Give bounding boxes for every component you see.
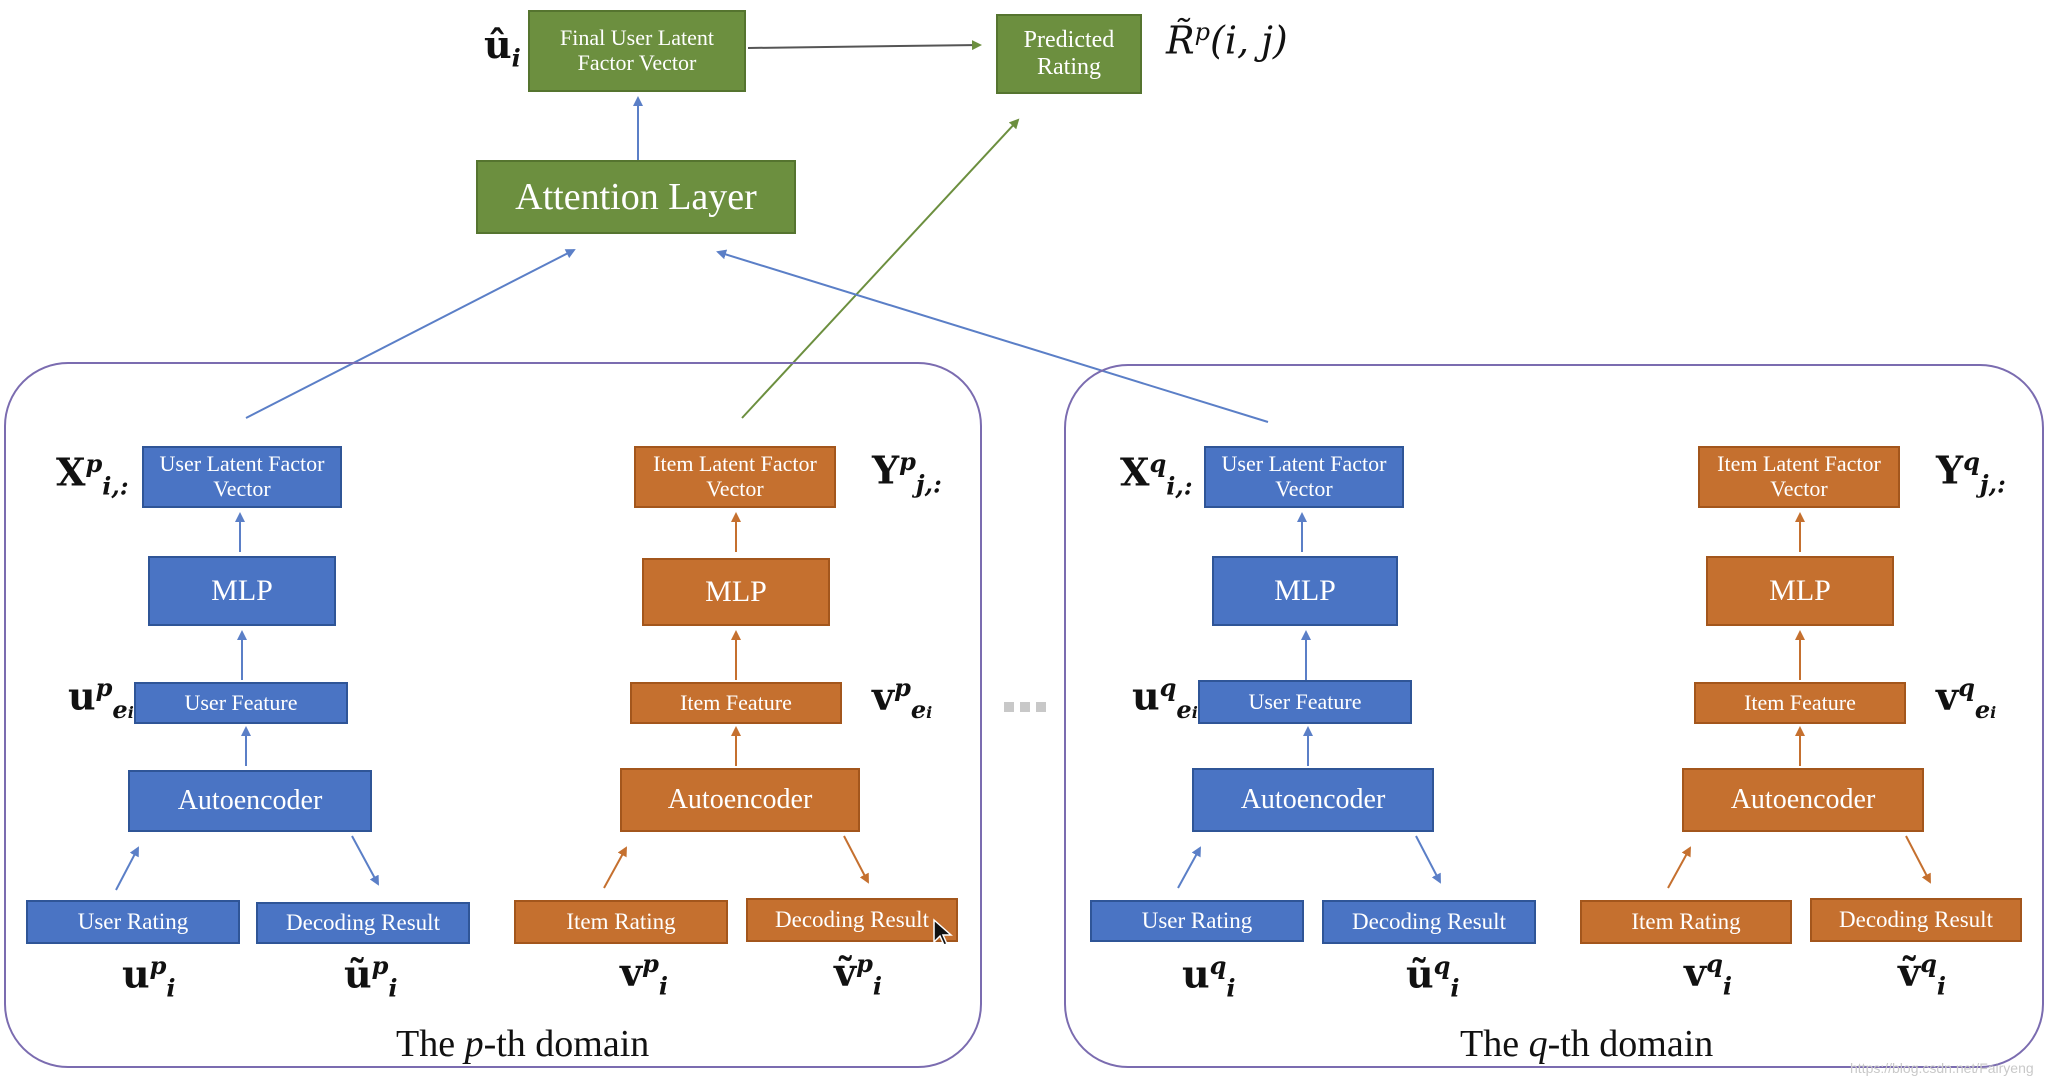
- source-watermark: https://blog.csdn.net/Fairyeng: [1850, 1060, 2034, 1076]
- p-user-autoencoder-box: Autoencoder: [128, 770, 372, 832]
- q-user-latent-factor-vector-box: User Latent Factor Vector: [1204, 446, 1404, 508]
- u-hat-symbol: ûi: [484, 22, 521, 73]
- p-y-symbol: Ypj,:: [872, 447, 942, 499]
- p-user-decoding-result-box: Decoding Result: [256, 902, 470, 944]
- q-user-rating-to-ae-arrow: [1177, 846, 1201, 889]
- q-item-rating-box: Item Rating: [1580, 900, 1792, 944]
- p-item-rating-to-ae-arrow: [603, 846, 627, 889]
- q-item-mlp-box: MLP: [1706, 556, 1894, 626]
- q-item-decoding-symbol: ṽqi: [1898, 949, 1946, 1001]
- p-domain-frame: [4, 362, 982, 1068]
- q-user-rating-symbol: uqi: [1182, 951, 1236, 1003]
- q-user-rating-box: User Rating: [1090, 900, 1304, 942]
- ellipsis-dot: [1036, 702, 1046, 712]
- q-domain-caption: The q-th domain: [1460, 1023, 1714, 1065]
- p-item-latent-factor-vector-box: Item Latent Factor Vector: [634, 446, 836, 508]
- q-item-embedding-symbol: vqei: [1936, 673, 1997, 725]
- p-user-feature-box: User Feature: [134, 682, 348, 724]
- p-item-to-predicted-arrow: [741, 118, 1020, 419]
- p-item-autoencoder-box: Autoencoder: [620, 768, 860, 832]
- q-item-decoding-result-box: Decoding Result: [1810, 898, 2022, 942]
- p-item-rating-symbol: vpi: [620, 949, 668, 1001]
- q-user-embedding-symbol: uqei: [1132, 673, 1198, 725]
- p-user-rating-to-ae-arrow: [115, 846, 139, 891]
- q-user-mlp-box: MLP: [1212, 556, 1398, 626]
- p-user-mlp-box: MLP: [148, 556, 336, 626]
- p-item-rating-box: Item Rating: [514, 900, 728, 944]
- final-to-predicted-arrow: [747, 40, 982, 51]
- p-user-ae-to-decoding-arrow: [351, 835, 379, 886]
- attention-layer-box: Attention Layer: [476, 160, 796, 234]
- p-user-rating-symbol: upi: [122, 951, 176, 1003]
- q-item-rating-to-ae-arrow: [1667, 846, 1691, 889]
- q-domain-frame: [1064, 364, 2044, 1068]
- q-user-to-attention-arrow: [716, 249, 1269, 423]
- q-item-autoencoder-box: Autoencoder: [1682, 768, 1924, 832]
- p-x-symbol: Xpi,:: [56, 449, 129, 501]
- p-item-mlp-box: MLP: [642, 558, 830, 626]
- p-item-ae-to-decoding-arrow: [843, 835, 869, 884]
- p-item-decoding-symbol: ṽpi: [834, 949, 882, 1001]
- p-user-rating-box: User Rating: [26, 900, 240, 944]
- ellipsis-dot: [1004, 702, 1014, 712]
- q-user-decoding-symbol: ũqi: [1406, 951, 1460, 1003]
- predicted-rating-box: Predicted Rating: [996, 14, 1142, 94]
- q-user-ae-to-decoding-arrow: [1415, 835, 1441, 884]
- q-item-rating-symbol: vqi: [1684, 949, 1732, 1001]
- q-item-feature-box: Item Feature: [1694, 682, 1906, 724]
- p-user-to-attention-arrow: [245, 249, 576, 419]
- q-x-symbol: Xqi,:: [1120, 449, 1193, 501]
- p-user-decoding-symbol: ũpi: [344, 951, 398, 1003]
- q-item-latent-factor-vector-box: Item Latent Factor Vector: [1698, 446, 1900, 508]
- q-y-symbol: Yqj,:: [1936, 447, 2006, 499]
- p-user-embedding-symbol: upei: [68, 673, 134, 725]
- mouse-cursor-icon: [933, 918, 953, 946]
- p-item-embedding-symbol: vpei: [872, 673, 933, 725]
- p-domain-caption: The p-th domain: [396, 1023, 650, 1065]
- p-item-decoding-result-box: Decoding Result: [746, 898, 958, 942]
- p-user-latent-factor-vector-box: User Latent Factor Vector: [142, 446, 342, 508]
- q-item-ae-to-decoding-arrow: [1905, 835, 1931, 884]
- q-user-decoding-result-box: Decoding Result: [1322, 900, 1536, 944]
- q-user-autoencoder-box: Autoencoder: [1192, 768, 1434, 832]
- p-item-feature-box: Item Feature: [630, 682, 842, 724]
- q-user-feature-box: User Feature: [1198, 680, 1412, 724]
- ellipsis-dot: [1020, 702, 1030, 712]
- final-user-latent-factor-vector-box: Final User Latent Factor Vector: [528, 10, 746, 92]
- predicted-rating-symbol: R̃p(i, j): [1166, 18, 1288, 63]
- ellipsis-dots: [1004, 702, 1046, 712]
